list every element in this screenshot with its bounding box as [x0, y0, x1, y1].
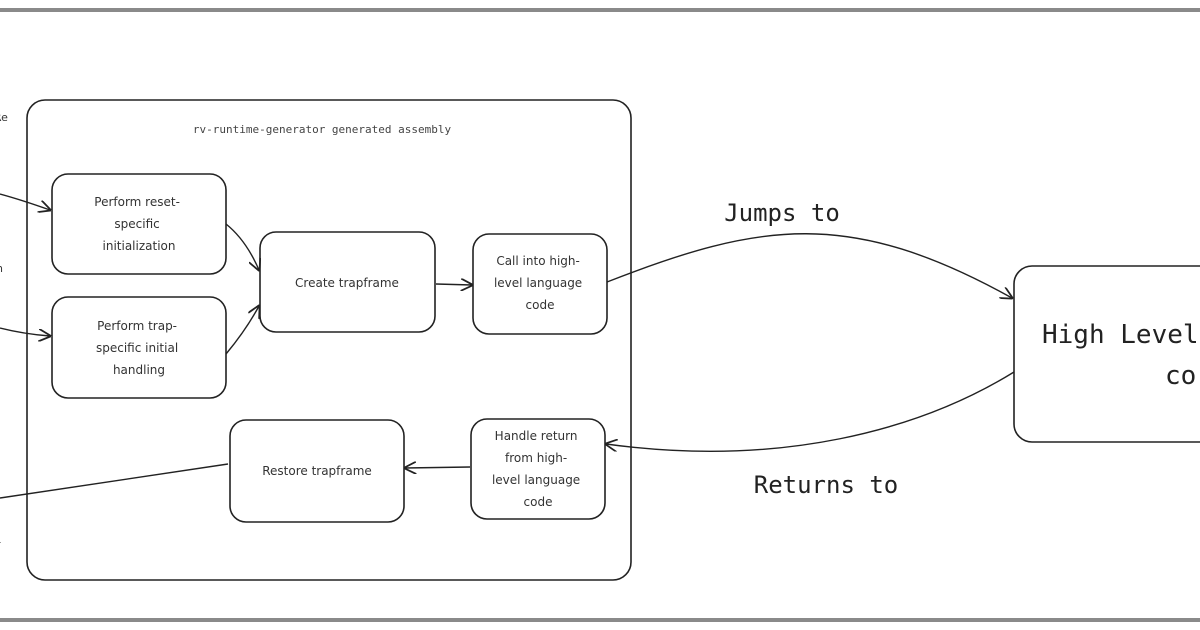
node-reset-init-label: Perform reset- specific initialization: [94, 195, 183, 253]
node-create-trapframe-box: [259, 231, 436, 333]
offscreen-label-top: Re: [0, 111, 8, 124]
node-restore-trapframe-label: Restore trapframe: [262, 464, 372, 478]
assembly-container-title: rv-runtime-generator generated assembly: [193, 123, 452, 136]
edge-reset-init-to-create-trapframe: [225, 223, 259, 270]
edge-handle-return-to-restore-trapframe: [405, 467, 471, 468]
edge-jumps-to: [606, 233, 1012, 298]
edge-returns-to: [606, 371, 1015, 452]
returns-to-label: Returns to: [754, 471, 899, 499]
node-high-level-code[interactable]: High Level co: [1013, 265, 1200, 443]
node-trap-init[interactable]: Perform trap- specific initial handling: [51, 296, 227, 399]
node-trap-init-box: [51, 296, 227, 399]
node-trap-init-label: Perform trap- specific initial handling: [96, 319, 182, 377]
offscreen-label-middle: n: [0, 262, 3, 275]
node-restore-trapframe[interactable]: Restore trapframe: [229, 419, 405, 523]
node-high-level-code-label: High Level co: [1042, 320, 1200, 391]
node-high-level-code-box: [1013, 265, 1200, 443]
node-create-trapframe[interactable]: Create trapframe: [259, 231, 436, 333]
node-handle-return-box: [470, 418, 606, 520]
node-handle-return-label: Handle return from high- level language …: [492, 429, 584, 509]
offscreen-label-bottom: r: [0, 538, 1, 551]
jumps-to-label: Jumps to: [724, 199, 840, 227]
edge-trap-init-to-create-trapframe: [225, 306, 259, 355]
edge-entry-to-trap-init: [0, 327, 50, 336]
node-reset-init[interactable]: Perform reset- specific initialization: [51, 173, 227, 275]
edge-restore-to-exit: [0, 463, 229, 499]
node-call-high-level-label: Call into high- level language code: [494, 254, 586, 312]
edge-create-trapframe-to-call-high-level: [435, 284, 472, 285]
outer-frame-border: [0, 8, 1200, 622]
node-create-trapframe-label: Create trapframe: [295, 276, 399, 290]
node-call-high-level[interactable]: Call into high- level language code: [472, 233, 608, 335]
edge-entry-to-reset-init: [0, 193, 50, 210]
node-handle-return[interactable]: Handle return from high- level language …: [470, 418, 606, 520]
